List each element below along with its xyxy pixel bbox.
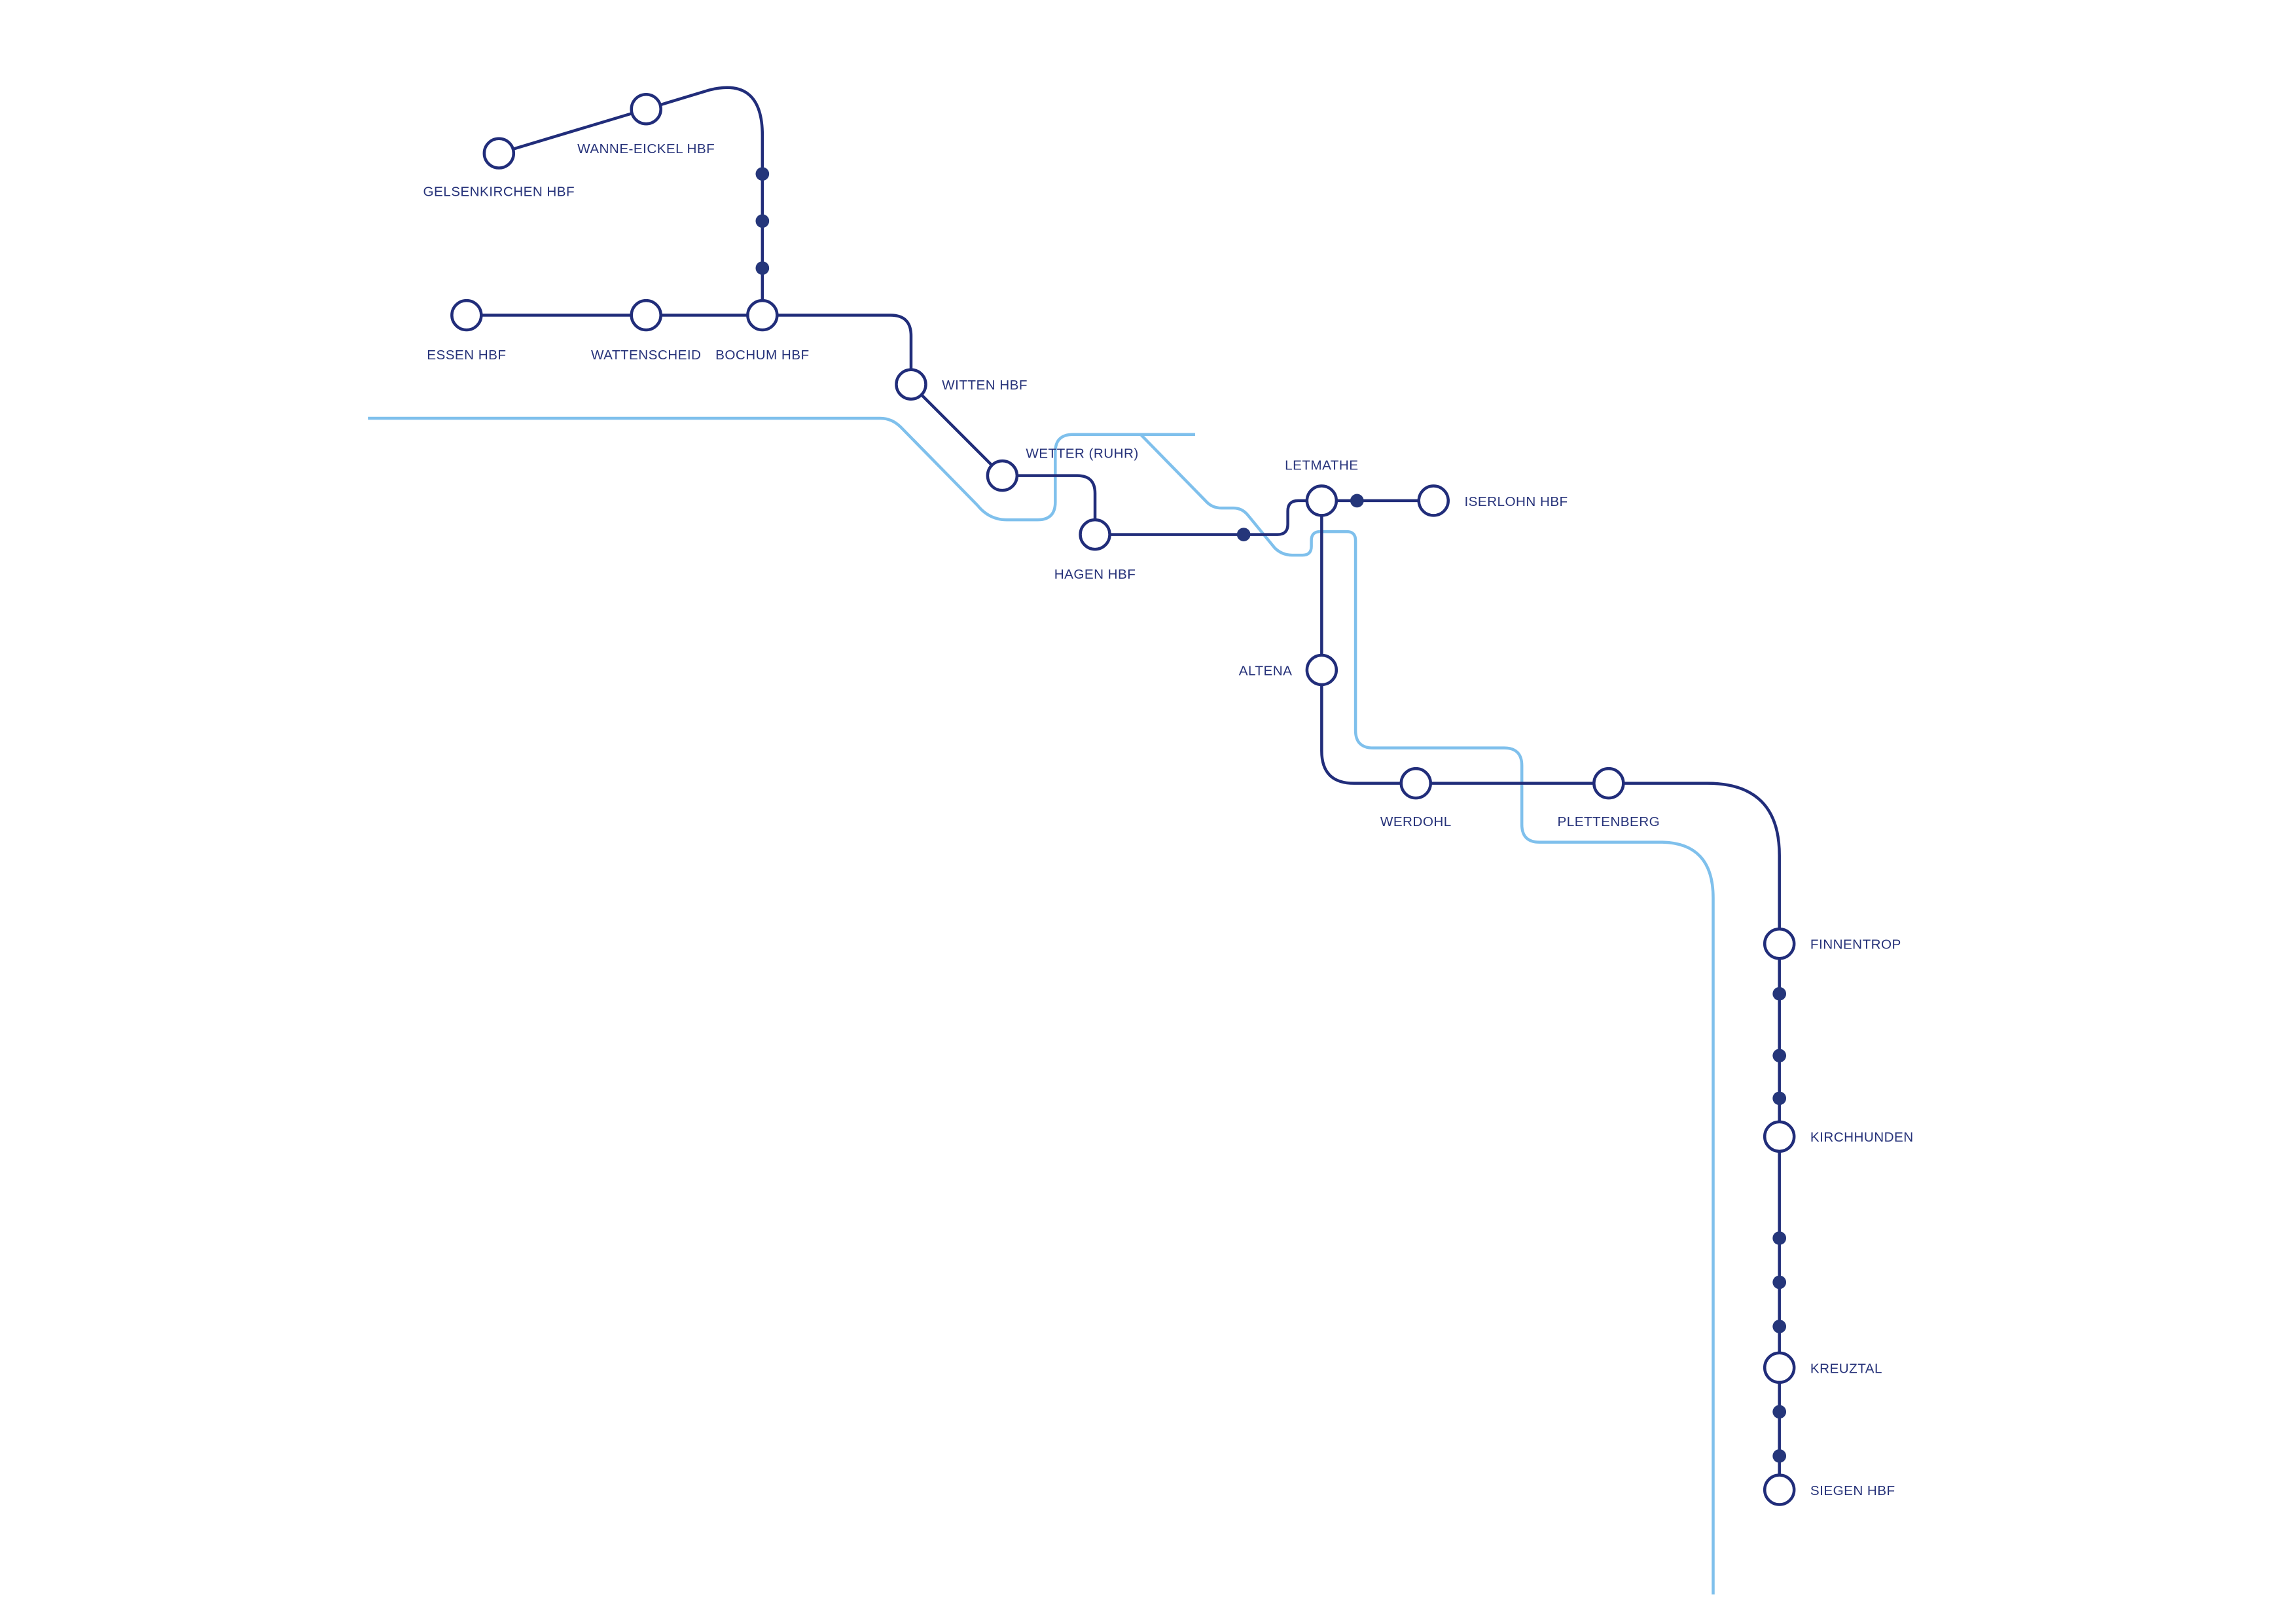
station-werdohl[interactable]: WERDOHL <box>1380 767 1452 829</box>
secondary-line-south <box>1139 433 1715 1595</box>
station-label: HAGEN HBF <box>1054 567 1136 582</box>
station-label: WATTENSCHEID <box>591 348 701 363</box>
station-marker[interactable] <box>746 298 779 332</box>
station-essen[interactable]: ESSEN HBF <box>427 298 506 363</box>
station-label: WETTER (RUHR) <box>1026 446 1138 461</box>
station-label: KREUZTAL <box>1810 1361 1882 1376</box>
stop-dot <box>1772 1405 1787 1419</box>
station-marker[interactable] <box>630 93 662 126</box>
stop-dot <box>755 261 770 275</box>
station-marker[interactable] <box>1305 653 1338 687</box>
station-marker[interactable] <box>1079 518 1111 551</box>
station-label: WANNE-EICKEL HBF <box>577 141 715 156</box>
stop-dot <box>1772 1049 1787 1063</box>
station-altena[interactable]: ALTENA <box>1239 653 1338 687</box>
station-siegen[interactable]: SIEGEN HBF <box>1763 1473 1895 1506</box>
station-marker[interactable] <box>1763 1473 1796 1506</box>
station-label: ALTENA <box>1239 663 1293 678</box>
station-wattenscheid[interactable]: WATTENSCHEID <box>591 298 701 363</box>
station-witten[interactable]: WITTEN HBF <box>895 368 1028 401</box>
station-wetter[interactable]: WETTER (RUHR) <box>986 446 1139 492</box>
station-label: FINNENTROP <box>1810 937 1901 952</box>
stop-dot <box>1772 1320 1787 1333</box>
station-letmathe[interactable]: LETMATHE <box>1285 458 1358 517</box>
station-iserlohn[interactable]: ISERLOHN HBF <box>1417 484 1568 517</box>
station-bochum[interactable]: BOCHUM HBF <box>715 298 809 363</box>
station-marker[interactable] <box>895 368 927 401</box>
station-finnentrop[interactable]: FINNENTROP <box>1763 928 1901 960</box>
station-marker[interactable] <box>630 298 662 332</box>
station-kirchhunden[interactable]: KIRCHHUNDEN <box>1763 1120 1914 1153</box>
secondary-line-west <box>368 416 1195 522</box>
station-label: WERDOHL <box>1380 814 1452 829</box>
station-label: ISERLOHN HBF <box>1464 494 1568 509</box>
station-kreuztal[interactable]: KREUZTAL <box>1763 1351 1882 1384</box>
station-marker[interactable] <box>1763 1120 1796 1153</box>
station-label: LETMATHE <box>1285 458 1358 473</box>
station-marker[interactable] <box>482 137 516 170</box>
stop-dot <box>1772 1091 1787 1106</box>
station-marker[interactable] <box>1592 767 1625 800</box>
stop-dot <box>1236 528 1251 541</box>
station-marker[interactable] <box>986 459 1019 492</box>
stop-dots <box>755 167 1787 1463</box>
main-line-letmathe-siegen <box>1320 500 1781 1490</box>
station-label: PLETTENBERG <box>1558 814 1660 829</box>
station-label: GELSENKIRCHEN HBF <box>423 184 575 199</box>
stop-dot <box>1772 986 1787 1001</box>
stop-dot <box>1772 1449 1787 1463</box>
station-wanne-eickel[interactable]: WANNE-EICKEL HBF <box>577 93 715 156</box>
station-marker[interactable] <box>1763 1351 1796 1384</box>
station-plettenberg[interactable]: PLETTENBERG <box>1558 767 1660 829</box>
station-marker[interactable] <box>1399 767 1433 800</box>
station-label: KIRCHHUNDEN <box>1810 1130 1914 1145</box>
stop-dot <box>755 167 770 181</box>
station-label: SIEGEN HBF <box>1810 1483 1895 1498</box>
station-label: BOCHUM HBF <box>715 348 809 363</box>
stop-dot <box>1772 1231 1787 1245</box>
station-hagen[interactable]: HAGEN HBF <box>1054 518 1136 582</box>
station-marker[interactable] <box>1305 484 1338 517</box>
station-marker[interactable] <box>450 298 483 332</box>
station-gelsenkirchen[interactable]: GELSENKIRCHEN HBF <box>423 137 575 200</box>
main-line-gelsenkirchen-bochum <box>498 86 764 316</box>
stop-dot <box>1772 1275 1787 1290</box>
station-marker[interactable] <box>1417 484 1450 517</box>
main-line-essen-letmathe <box>466 314 1434 536</box>
station-label: ESSEN HBF <box>427 348 506 363</box>
stop-dot <box>755 214 770 228</box>
station-label: WITTEN HBF <box>942 378 1028 393</box>
station-marker[interactable] <box>1763 928 1796 960</box>
stop-dot <box>1350 494 1364 508</box>
